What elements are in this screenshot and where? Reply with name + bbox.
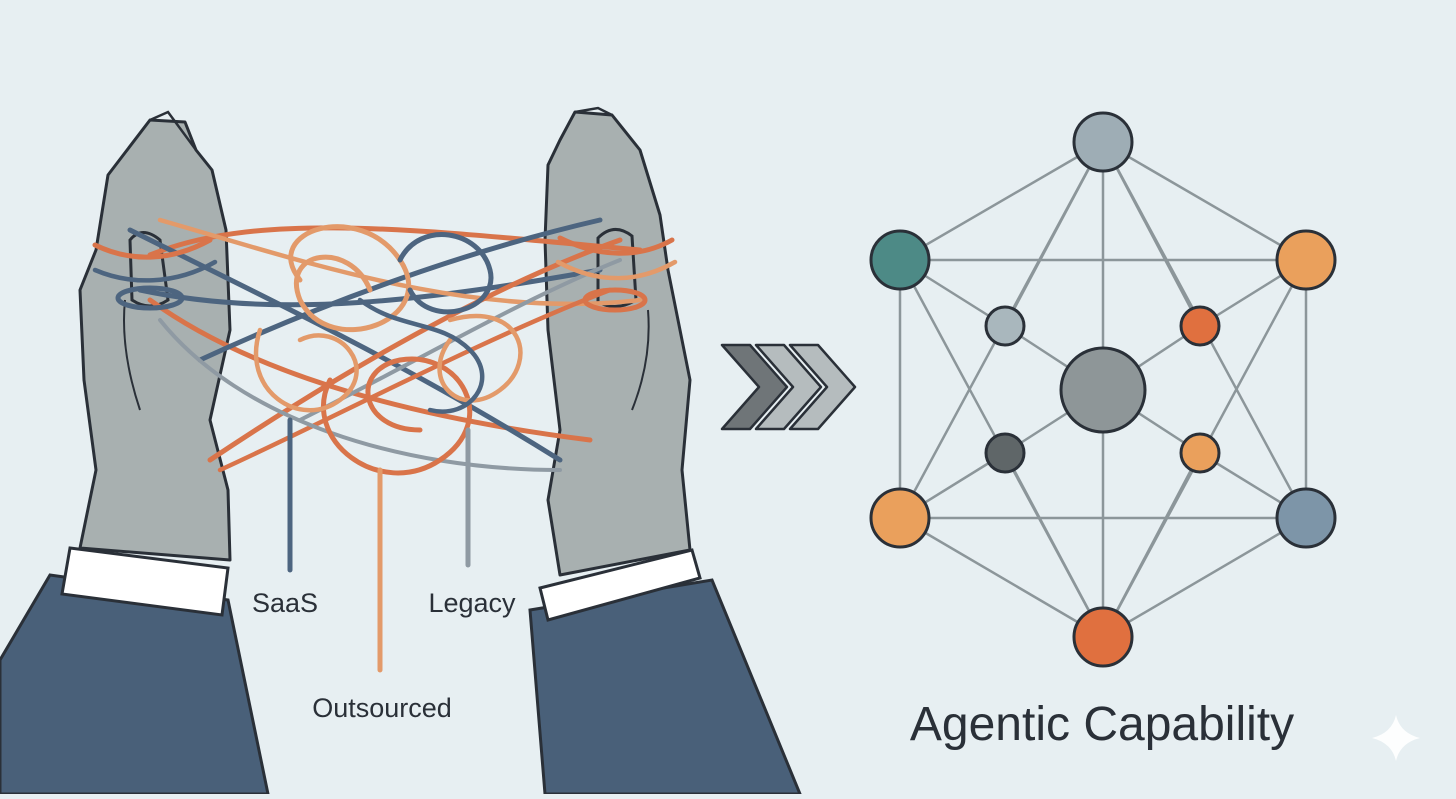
node-inner-lower-right [1179, 432, 1221, 474]
node-inner-lower-left [984, 432, 1026, 474]
capability-label: Agentic Capability [910, 698, 1294, 751]
network-graph-icon: Agentic Capability [869, 111, 1337, 751]
outsourced-label: Outsourced [312, 693, 452, 723]
saas-label: SaaS [252, 588, 318, 618]
node-upper-left [869, 229, 931, 291]
network-nodes [869, 111, 1337, 668]
right-sleeve [528, 548, 803, 796]
node-upper-right [1275, 229, 1337, 291]
network-edges [898, 140, 1308, 639]
node-top [1072, 111, 1134, 173]
node-lower-right [1275, 487, 1337, 549]
node-inner-upper-right [1179, 305, 1221, 347]
right-hand [543, 106, 692, 577]
node-bottom [1072, 606, 1134, 668]
legacy-label: Legacy [428, 588, 516, 618]
node-center [1059, 346, 1147, 434]
node-inner-upper-left [984, 305, 1026, 347]
node-lower-left [869, 487, 931, 549]
chevron-arrows-icon [720, 343, 857, 431]
left-sleeve [0, 546, 270, 796]
tangled-strings [92, 217, 678, 673]
tangled-hands-illustration: SaaS Legacy Outsourced [0, 106, 803, 796]
sparkle-icon [1372, 715, 1420, 761]
